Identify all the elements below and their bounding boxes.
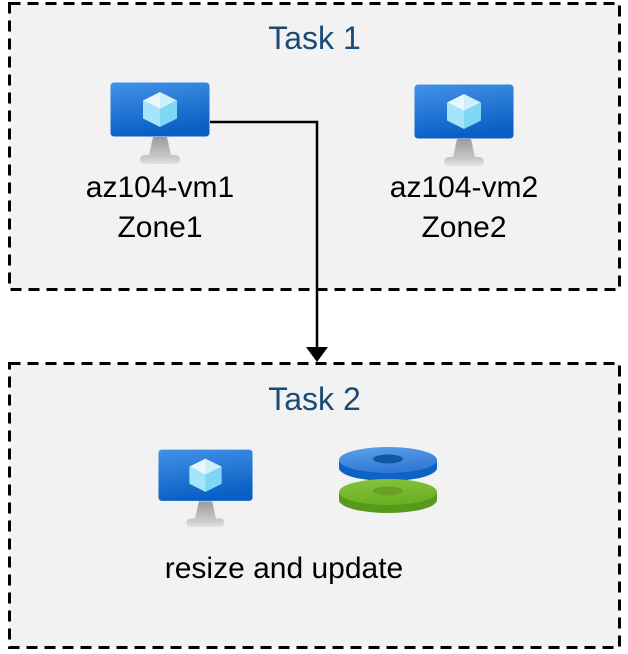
- task1-title: Task 1: [268, 20, 361, 56]
- vm1-label: az104-vm1 Zone1: [55, 168, 265, 248]
- task2-box: [8, 362, 621, 649]
- vm2-name: az104-vm2: [389, 171, 539, 204]
- task2-action-label: resize and update: [164, 552, 404, 585]
- task1-box: [8, 2, 621, 291]
- task2-title: Task 2: [268, 381, 361, 417]
- vm1-name: az104-vm1: [85, 171, 235, 204]
- arrow-line: [210, 120, 319, 348]
- task2-disks-icon: [339, 447, 437, 513]
- vm2-virtual-machine-icon: [414, 84, 514, 166]
- vm1-virtual-machine-icon: [110, 82, 210, 164]
- task2-virtual-machine-icon: [158, 449, 253, 527]
- arrow-head-icon: [306, 347, 328, 362]
- vm2-zone: Zone2: [421, 211, 507, 244]
- vm2-label: az104-vm2 Zone2: [359, 168, 569, 248]
- vm1-zone: Zone1: [117, 211, 203, 244]
